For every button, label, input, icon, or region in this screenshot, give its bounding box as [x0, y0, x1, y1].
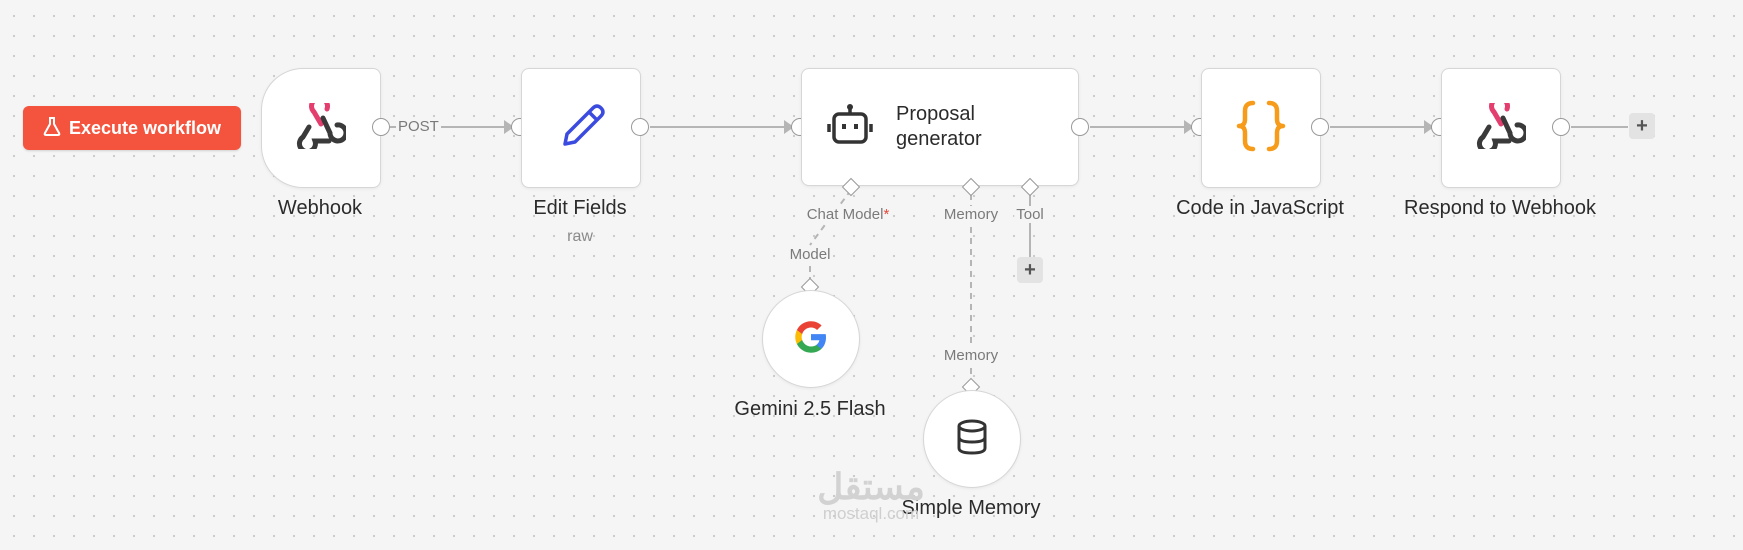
execute-workflow-button[interactable]: Execute workflow — [23, 106, 241, 150]
mostaql-watermark: مستقل mostaql.com — [796, 466, 946, 524]
arrow-head — [1184, 120, 1194, 134]
add-tool-button[interactable]: + — [1017, 257, 1043, 283]
webhook-icon — [1476, 95, 1529, 154]
proposal-generator-title: Proposal generator — [896, 103, 982, 150]
gemini-node[interactable] — [762, 290, 860, 388]
code-node[interactable] — [1201, 68, 1321, 188]
code-output-handle[interactable] — [1311, 118, 1329, 136]
add-node-button[interactable]: + — [1629, 113, 1655, 139]
webhook-icon — [296, 95, 349, 154]
post-edge-label: POST — [396, 118, 441, 135]
code-label: Code in JavaScript — [1176, 197, 1344, 219]
robot-icon — [826, 103, 874, 151]
webhook-label: Webhook — [277, 197, 363, 219]
simple-memory-label: Simple Memory — [901, 497, 1041, 519]
arrow-head — [1424, 120, 1434, 134]
tool-slot-label: Tool — [1014, 206, 1046, 223]
execute-workflow-label: Execute workflow — [68, 117, 222, 138]
respond-output-handle[interactable] — [1552, 118, 1570, 136]
respond-to-webhook-node[interactable] — [1441, 68, 1561, 188]
simple-memory-node[interactable] — [923, 390, 1021, 488]
arrow-head — [504, 120, 514, 134]
watermark-arabic: مستقل — [817, 466, 925, 507]
flask-icon — [43, 116, 61, 141]
memory-slot-label: Memory — [941, 206, 1001, 223]
proposal-output-handle[interactable] — [1071, 118, 1089, 136]
webhook-output-handle[interactable] — [372, 118, 390, 136]
braces-icon — [1235, 99, 1287, 158]
google-icon — [793, 319, 829, 360]
edit-fields-node[interactable] — [521, 68, 641, 188]
database-icon — [955, 419, 989, 460]
edit-fields-label: Edit Fields — [533, 197, 627, 219]
pencil-icon — [555, 100, 607, 157]
memory-input-label: Memory — [941, 347, 1001, 364]
model-input-label: Model — [787, 246, 833, 263]
webhook-node[interactable] — [261, 68, 381, 188]
chat-model-label: Chat Model* — [804, 206, 892, 223]
edit-fields-subtitle: raw — [567, 228, 593, 245]
arrow-head — [784, 120, 794, 134]
watermark-latin: mostaql.com — [822, 504, 920, 523]
editfields-output-handle[interactable] — [631, 118, 649, 136]
proposal-generator-node[interactable]: Proposal generator — [801, 68, 1079, 186]
respond-label: Respond to Webhook — [1404, 197, 1596, 219]
gemini-label: Gemini 2.5 Flash — [734, 398, 886, 420]
